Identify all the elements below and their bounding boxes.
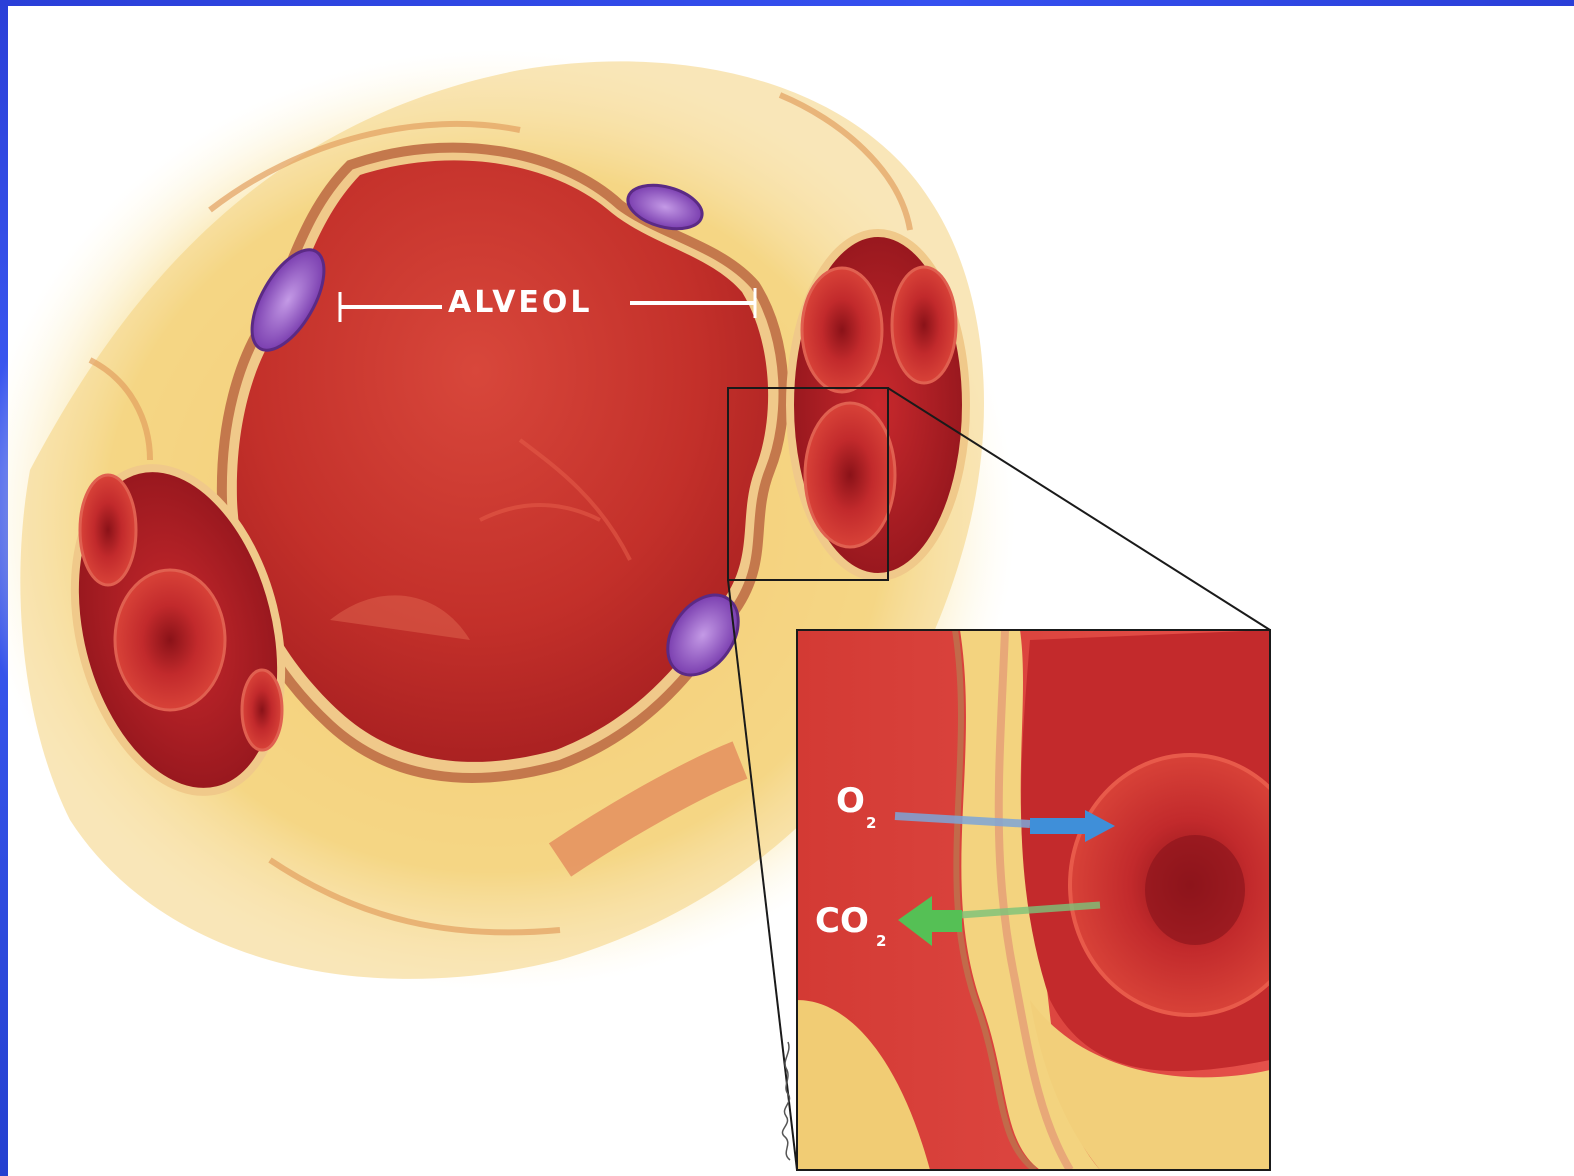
red-blood-cell (115, 570, 225, 710)
red-blood-cell (242, 670, 282, 750)
red-blood-cell (802, 268, 882, 392)
red-blood-cell (805, 403, 895, 547)
o2-label-sub: 2 (866, 814, 876, 832)
red-blood-cell (80, 475, 136, 585)
inset-view: O 2 CO 2 (797, 630, 1310, 1170)
alveol-label: ALVEOL (448, 285, 593, 320)
co2-label-main: CO (815, 901, 869, 941)
co2-label-sub: 2 (876, 932, 886, 950)
red-blood-cell (892, 267, 956, 383)
o2-label-main: O (836, 781, 865, 821)
